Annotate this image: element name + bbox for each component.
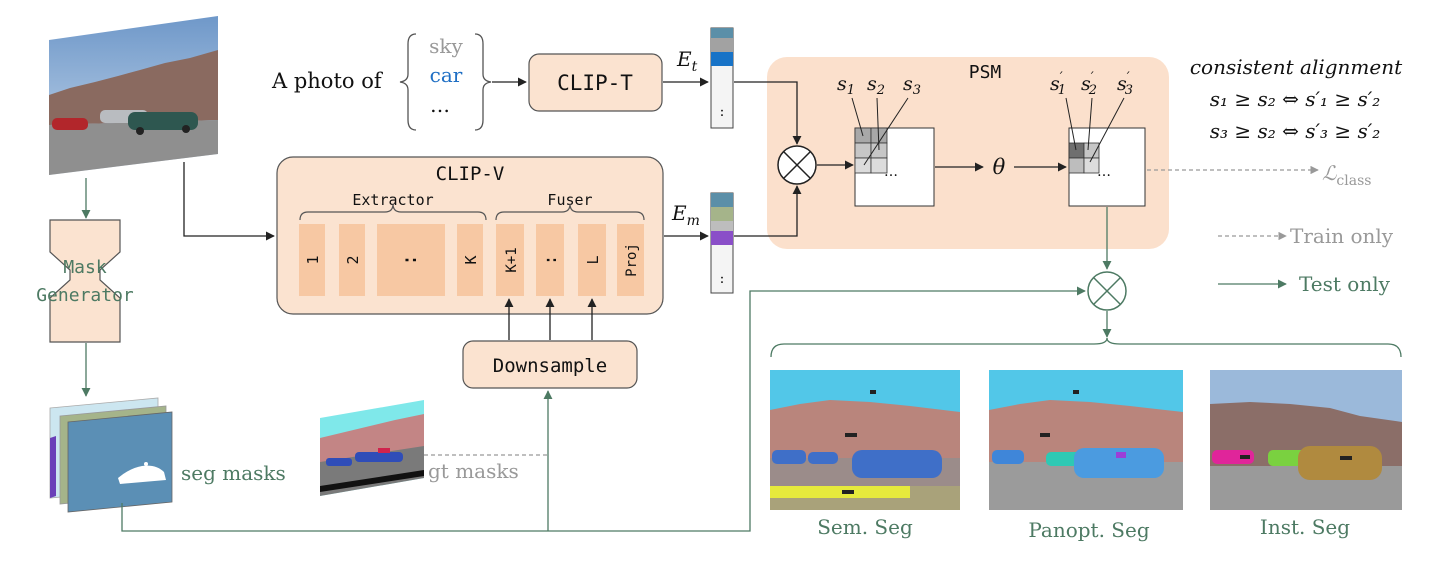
score-matrix-2: … — [1065, 97, 1146, 207]
block-extractor-dots: : — [397, 254, 421, 266]
panoptic-seg-image — [989, 370, 1183, 510]
output-panopt-seg-label: Panopt. Seg — [1028, 518, 1149, 542]
svg-text:…: … — [884, 164, 898, 180]
clip-t-box — [528, 53, 663, 112]
et-to-multiply-arrow — [734, 81, 802, 145]
outputs-brace — [770, 337, 1402, 358]
clip-t-label: CLIP-T — [557, 71, 633, 95]
score-s3-prime: s′3 — [1117, 70, 1133, 98]
mask-generator-label-1: Mask — [63, 257, 107, 278]
prompt-class-car: car — [430, 63, 463, 87]
block-proj: Proj — [624, 243, 640, 277]
block-1: 1 — [304, 255, 322, 264]
semantic-seg-image — [770, 370, 960, 510]
score-s1: s1 — [837, 73, 855, 98]
prompt-class-ellipsis: … — [430, 93, 450, 117]
score-s2: s2 — [867, 73, 885, 98]
legend-train-label: Train only — [1290, 224, 1394, 248]
masks-to-multiply-arrow — [121, 286, 1086, 532]
clip-v-label: CLIP-V — [436, 163, 505, 185]
legend-test-label: Test only — [1299, 272, 1391, 296]
multiply-op-1 — [777, 145, 817, 185]
output-sem-seg-label: Sem. Seg — [817, 515, 913, 539]
gt-masks-label: gt masks — [428, 459, 519, 483]
seg-masks-stack — [49, 397, 173, 513]
photo-to-clipv-arrow — [183, 162, 275, 241]
consistent-alignment-rule-2: s₃ ≥ s₂ ⇔ s′₃ ≥ s′₂ — [1210, 119, 1381, 143]
extractor-label: Extractor — [352, 191, 433, 209]
fuser-brace — [495, 203, 645, 221]
prompt-brace-right — [474, 33, 492, 131]
output-inst-seg-label: Inst. Seg — [1260, 515, 1350, 539]
score-s1-prime: s′1 — [1050, 70, 1066, 98]
multiply-op-2 — [1087, 271, 1127, 311]
et-embedding: : — [710, 27, 734, 129]
score-s3: s3 — [903, 73, 921, 98]
fuser-blocks: K+1 : L Proj — [496, 224, 644, 296]
score-matrix-1: … — [851, 97, 935, 207]
theta-label: θ — [993, 155, 1006, 179]
block-fuser-dots: : — [540, 255, 561, 266]
fuser-label: Fuser — [547, 191, 592, 209]
psm-title: PSM — [969, 62, 1002, 83]
prompt-brace-left — [399, 33, 417, 131]
instance-seg-image — [1210, 370, 1402, 510]
svg-text::: : — [720, 271, 725, 287]
svg-text:…: … — [1097, 164, 1111, 180]
downsample-label: Downsample — [493, 355, 607, 377]
score-s2-prime: s′2 — [1081, 70, 1097, 98]
em-label: Em — [671, 201, 700, 229]
extractor-blocks: 1 2 : K — [299, 224, 483, 296]
em-embedding: : — [710, 192, 734, 294]
et-label: Et — [676, 47, 698, 75]
prompt-class-sky: sky — [429, 34, 463, 58]
gt-masks-image — [320, 400, 424, 496]
em-to-multiply-arrow — [734, 185, 802, 237]
seg-masks-label: seg masks — [181, 461, 286, 485]
extractor-brace — [299, 203, 487, 221]
block-k-plus-1: K+1 — [504, 247, 520, 272]
mask-generator: Mask Generator — [36, 219, 134, 343]
consistent-alignment-title: consistent alignment — [1190, 55, 1403, 79]
block-2: 2 — [344, 255, 362, 264]
svg-text::: : — [720, 104, 725, 120]
loss-label: ℒclass — [1322, 161, 1371, 189]
mask-generator-label-2: Generator — [36, 285, 134, 306]
consistent-alignment-rule-1: s₁ ≥ s₂ ⇔ s′₁ ≥ s′₂ — [1210, 87, 1381, 111]
block-l: L — [584, 255, 602, 264]
block-k: K — [462, 255, 480, 264]
prompt-prefix: A photo of — [271, 69, 384, 93]
downsample-box — [462, 340, 638, 389]
input-photo — [49, 16, 218, 175]
